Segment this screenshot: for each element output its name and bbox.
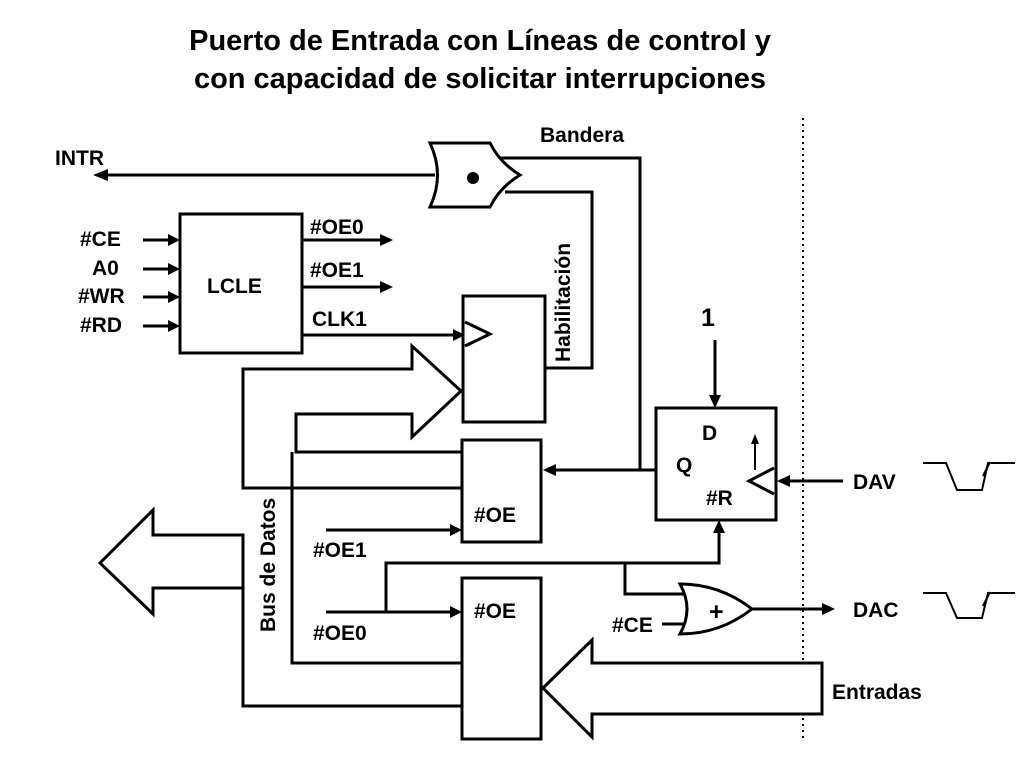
- a0-label: A0: [92, 257, 119, 280]
- bandera-wire: [500, 156, 642, 470]
- status-buffer: [460, 438, 543, 544]
- dav-waveform-edge: [982, 461, 991, 477]
- oe1-output-arrow: [380, 281, 393, 293]
- one-to-d-arrow: [709, 395, 721, 408]
- reset-wire: [384, 532, 721, 612]
- wr-input-arrow: [168, 291, 180, 303]
- oe0-to-or-wire: [623, 563, 690, 596]
- rd-input-arrow: [168, 320, 180, 332]
- status-buffer-oe-label: #OE: [474, 504, 516, 527]
- data-buffer-oe-label: #OE: [474, 600, 516, 623]
- clk1-arrow: [453, 329, 465, 341]
- flag-to-buffer-arrow: [543, 464, 556, 476]
- dav-label: DAV: [853, 471, 896, 494]
- diagram-title: Puerto de Entrada con Líneas de control …: [0, 22, 960, 98]
- lcle-block: [178, 212, 304, 355]
- wr-label: #WR: [78, 285, 125, 308]
- data-buffer: [460, 576, 543, 741]
- flip-flop-r-label: #R: [706, 487, 733, 510]
- clk1-label: CLK1: [312, 308, 367, 331]
- oe0-input-label: #OE0: [313, 622, 367, 645]
- dav-waveform: [923, 462, 1015, 491]
- intr-label: INTR: [55, 147, 104, 170]
- or-ce-label: #CE: [612, 614, 653, 637]
- entradas-arrow: [540, 636, 824, 741]
- a0-input-arrow: [168, 263, 180, 275]
- ce-label: #CE: [80, 228, 121, 251]
- dac-waveform: [923, 592, 1015, 619]
- oe0-output-arrow: [380, 234, 393, 246]
- constant-one-label: 1: [701, 304, 715, 332]
- bandera-label: Bandera: [540, 124, 624, 147]
- title-line-1: Puerto de Entrada con Líneas de control …: [189, 25, 771, 57]
- flip-flop-d-label: D: [702, 422, 717, 445]
- data-bus-inner-path: [290, 452, 462, 665]
- dac-waveform-edge: [982, 591, 991, 607]
- dac-label: DAC: [853, 599, 899, 622]
- oe1-output-label: #OE1: [310, 259, 364, 282]
- reset-arrow: [713, 520, 725, 533]
- bus-datos-label: Bus de Datos: [257, 498, 280, 632]
- rd-label: #RD: [80, 314, 122, 337]
- title-line-2: con capacidad de solicitar interrupcione…: [193, 63, 767, 95]
- dav-arrow: [777, 475, 790, 487]
- flip-flop-clock-triangle: [745, 466, 775, 496]
- flip-flop-q-label: Q: [676, 454, 692, 477]
- oe0-output-label: #OE0: [310, 216, 364, 239]
- entradas-label: Entradas: [832, 681, 922, 704]
- oe1-to-buffer-arrow: [450, 524, 462, 536]
- intr-arrowhead: [93, 169, 108, 181]
- control-register: [461, 294, 547, 424]
- data-bus-arrow: [97, 506, 245, 618]
- habilitacion-label: Habilitación: [552, 243, 575, 362]
- bus-to-register-arrow: [241, 342, 464, 490]
- lcle-label: LCLE: [207, 275, 262, 298]
- data-bus-bottom-path: [241, 588, 462, 708]
- control-register-clock-triangle: [464, 320, 494, 348]
- flip-flop-edge-arrow-head: [751, 434, 759, 444]
- interrupt-gate-dot: [467, 172, 479, 184]
- ce-input-arrow: [168, 234, 180, 246]
- oe1-input-label: #OE1: [313, 539, 367, 562]
- habilitacion-wire: [505, 190, 594, 370]
- dac-arrow: [822, 603, 835, 615]
- oe0-to-buffer-arrow: [450, 606, 462, 618]
- or-plus-label: +: [709, 598, 724, 626]
- dac-or-gate: [677, 582, 755, 636]
